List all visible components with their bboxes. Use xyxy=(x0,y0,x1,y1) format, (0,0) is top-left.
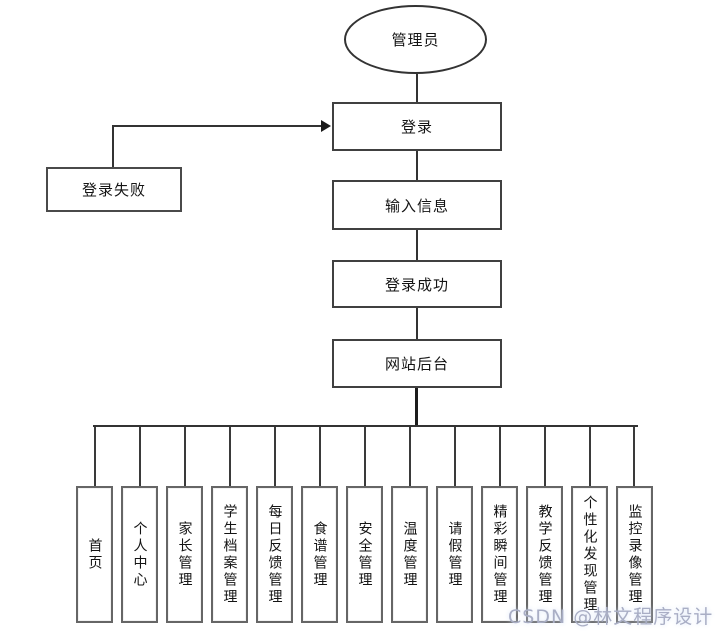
module-leave-mgmt-label: 请假管理 xyxy=(446,520,463,589)
connector-fail-vertical xyxy=(112,127,114,167)
csdn-watermark: CSDN @林文程序设计 xyxy=(508,606,714,628)
module-surveillance-video-mgmt-label: 监控录像管理 xyxy=(626,503,643,606)
module-personal-center-label: 个人中心 xyxy=(131,520,148,589)
module-personalized-discovery-mgmt-label: 个性化发现管理 xyxy=(581,495,598,614)
flow-node-input-info: 输入信息 xyxy=(332,180,502,230)
module-recipe-mgmt-label: 食谱管理 xyxy=(311,520,328,589)
module-moments-mgmt-label: 精彩瞬间管理 xyxy=(491,503,508,606)
drop-line-safety-mgmt xyxy=(364,427,366,486)
drop-line-home xyxy=(94,427,96,486)
flow-node-login-success: 登录成功 xyxy=(332,260,502,308)
flow-node-login-fail-label: 登录失败 xyxy=(81,181,146,199)
module-home: 首页 xyxy=(76,486,113,623)
connector-actor-login xyxy=(416,74,418,102)
actor-node-admin: 管理员 xyxy=(344,5,487,74)
module-teaching-feedback-mgmt-label: 教学反馈管理 xyxy=(536,503,553,606)
module-home-label: 首页 xyxy=(86,537,103,572)
flow-node-login-success-label: 登录成功 xyxy=(384,275,449,294)
drop-line-daily-feedback-mgmt xyxy=(274,427,276,486)
drop-line-personal-center xyxy=(139,427,141,486)
connector-fail-horizontal xyxy=(112,125,322,127)
flow-node-backend-label: 网站后台 xyxy=(384,355,449,373)
module-student-archive-mgmt: 学生档案管理 xyxy=(211,486,248,623)
drop-line-leave-mgmt xyxy=(454,427,456,486)
drop-line-parent-mgmt xyxy=(184,427,186,486)
flow-node-login: 登录 xyxy=(332,102,502,151)
flow-node-input-info-label: 输入信息 xyxy=(384,196,449,215)
module-safety-mgmt: 安全管理 xyxy=(346,486,383,623)
connector-success-backend xyxy=(416,308,418,339)
arrowhead-into-login xyxy=(321,120,331,132)
connector-login-input xyxy=(416,151,418,180)
module-safety-mgmt-label: 安全管理 xyxy=(356,520,373,589)
flow-node-login-fail: 登录失败 xyxy=(46,167,182,212)
bus-line xyxy=(93,425,638,427)
module-daily-feedback-mgmt: 每日反馈管理 xyxy=(256,486,293,623)
module-temperature-mgmt: 温度管理 xyxy=(391,486,428,623)
module-leave-mgmt: 请假管理 xyxy=(436,486,473,623)
module-personalized-discovery-mgmt: 个性化发现管理 xyxy=(571,486,608,623)
drop-line-surveillance-video-mgmt xyxy=(633,427,635,486)
drop-line-recipe-mgmt xyxy=(319,427,321,486)
module-daily-feedback-mgmt-label: 每日反馈管理 xyxy=(266,503,283,606)
module-parent-mgmt: 家长管理 xyxy=(166,486,203,623)
actor-label: 管理员 xyxy=(391,31,440,49)
connector-input-success xyxy=(416,230,418,260)
module-personal-center: 个人中心 xyxy=(121,486,158,623)
module-surveillance-video-mgmt: 监控录像管理 xyxy=(616,486,653,623)
connector-backend-bus xyxy=(415,388,418,427)
module-student-archive-mgmt-label: 学生档案管理 xyxy=(221,503,238,606)
module-teaching-feedback-mgmt: 教学反馈管理 xyxy=(526,486,563,623)
module-moments-mgmt: 精彩瞬间管理 xyxy=(481,486,518,623)
flow-node-login-label: 登录 xyxy=(400,118,433,136)
drop-line-teaching-feedback-mgmt xyxy=(544,427,546,486)
drop-line-student-archive-mgmt xyxy=(229,427,231,486)
drop-line-moments-mgmt xyxy=(499,427,501,486)
module-temperature-mgmt-label: 温度管理 xyxy=(401,520,418,589)
module-parent-mgmt-label: 家长管理 xyxy=(176,520,193,589)
flow-node-backend: 网站后台 xyxy=(332,339,502,388)
module-recipe-mgmt: 食谱管理 xyxy=(301,486,338,623)
drop-line-temperature-mgmt xyxy=(409,427,411,486)
drop-line-personalized-discovery-mgmt xyxy=(589,427,591,486)
